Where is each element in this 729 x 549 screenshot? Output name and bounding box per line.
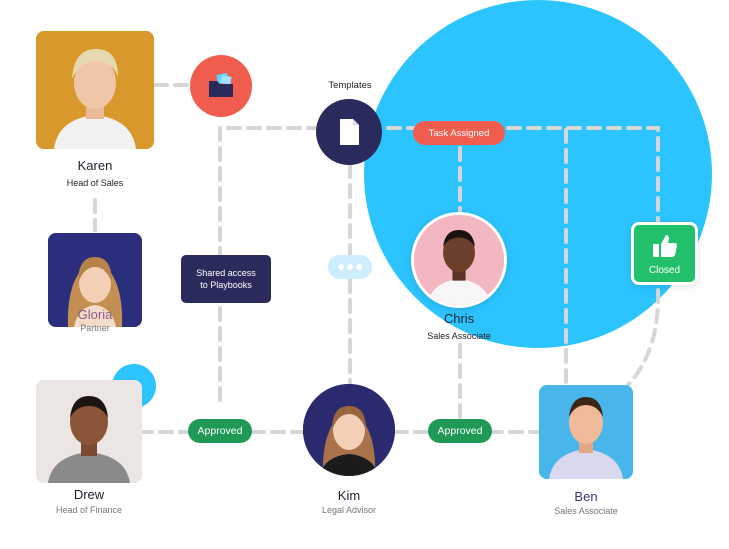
chat-dots-icon xyxy=(338,264,362,270)
templates-label: Templates xyxy=(328,80,372,91)
shared-access-line2: to Playbooks xyxy=(200,280,252,290)
drew-role: Head of Finance xyxy=(55,505,123,515)
approved-badge-right: Approved xyxy=(428,419,492,443)
ben-name: Ben xyxy=(574,489,598,504)
gloria-name: Gloria xyxy=(77,307,113,322)
chris-photo xyxy=(411,212,507,308)
drew-photo xyxy=(36,380,142,483)
karen-photo xyxy=(36,31,154,149)
closed-label: Closed xyxy=(648,265,681,276)
shared-access-line1: Shared access xyxy=(196,268,256,278)
folder-node[interactable] xyxy=(190,55,252,117)
kim-photo xyxy=(303,384,395,476)
gloria-photo xyxy=(48,233,142,327)
approved-badge-left: Approved xyxy=(188,419,252,443)
templates-node[interactable] xyxy=(316,99,382,165)
chris-role: Sales Associate xyxy=(427,331,491,341)
ben-photo xyxy=(539,385,633,479)
shared-access-card[interactable]: Shared access to Playbooks xyxy=(181,255,271,303)
drew-name: Drew xyxy=(73,487,105,502)
karen-name: Karen xyxy=(77,158,113,173)
chris-name: Chris xyxy=(443,311,475,326)
gloria-role: Partner xyxy=(80,323,110,333)
chat-bubble[interactable] xyxy=(328,255,372,279)
kim-name: Kim xyxy=(337,488,361,503)
kim-role: Legal Advisor xyxy=(321,505,377,515)
document-icon xyxy=(340,119,359,145)
task-assigned-badge: Task Assigned xyxy=(413,121,505,145)
folder-icon xyxy=(209,73,233,97)
closed-badge[interactable]: Closed xyxy=(631,222,698,285)
karen-role: Head of Sales xyxy=(66,178,124,188)
thumbs-up-icon xyxy=(653,235,677,257)
ben-role: Sales Associate xyxy=(554,506,618,516)
